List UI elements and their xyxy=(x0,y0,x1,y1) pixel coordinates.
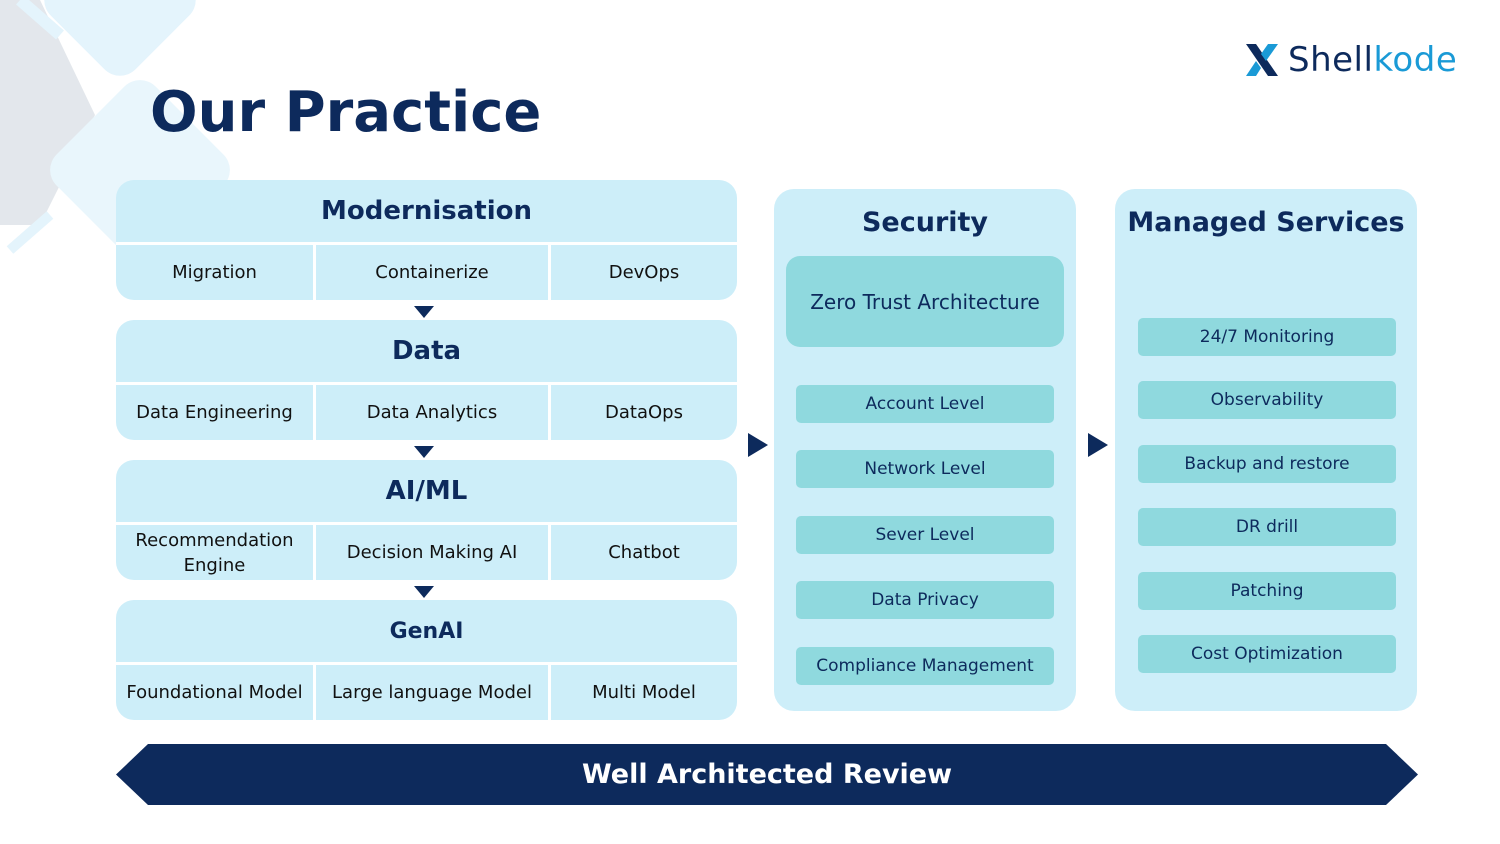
x-logo-icon xyxy=(1246,44,1278,76)
logo-text-main: Shell xyxy=(1288,40,1374,80)
down-arrow-icon xyxy=(414,306,434,318)
pillar-item: Migration xyxy=(116,245,316,300)
managed-service-item: 24/7 Monitoring xyxy=(1138,318,1396,356)
right-arrow-icon xyxy=(1088,433,1108,457)
managed-service-item: Cost Optimization xyxy=(1138,635,1396,673)
pillar-item: Chatbot xyxy=(608,542,680,563)
managed-services-title: Managed Services xyxy=(1127,207,1405,238)
pillar-data: Data Data Engineering Data Analytics Dat… xyxy=(116,320,737,440)
pillar-items-row: Foundational Model Large language Model … xyxy=(116,665,737,720)
down-arrow-icon xyxy=(414,586,434,598)
pillar-items-row: Data Engineering Data Analytics DataOps xyxy=(116,385,737,440)
pillar-item: Recommendation Engine xyxy=(116,525,316,580)
pillar-item: Containerize xyxy=(316,245,551,300)
managed-service-item: Patching xyxy=(1138,572,1396,610)
page-title: Our Practice xyxy=(150,80,542,145)
pillar-title: Modernisation xyxy=(116,180,737,245)
banner-shape xyxy=(116,744,1418,805)
pillar-genai: GenAI Foundational Model Large language … xyxy=(116,600,737,720)
pillar-items-row: Migration Containerize DevOps xyxy=(116,245,737,300)
managed-services-panel: Managed Services 24/7 Monitoring Observa… xyxy=(1115,189,1417,711)
pillar-modernisation: Modernisation Migration Containerize Dev… xyxy=(116,180,737,300)
security-item: Data Privacy xyxy=(796,581,1054,619)
pillar-items-row: Recommendation Engine Decision Making AI… xyxy=(116,525,737,580)
security-item: Sever Level xyxy=(796,516,1054,554)
managed-service-item: Observability xyxy=(1138,381,1396,419)
well-architected-banner: Well Architected Review xyxy=(116,744,1418,805)
pillar-item: Decision Making AI xyxy=(316,525,551,580)
pillar-item: Foundational Model xyxy=(116,665,316,720)
security-item: Compliance Management xyxy=(796,647,1054,685)
pillar-title: Data xyxy=(116,320,737,385)
pillar-item: Multi Model xyxy=(592,682,696,703)
logo-text-accent: kode xyxy=(1373,40,1458,80)
pillar-item: Large language Model xyxy=(316,665,551,720)
managed-service-item: DR drill xyxy=(1138,508,1396,546)
right-arrow-icon xyxy=(748,433,768,457)
pillar-title: GenAI xyxy=(116,600,737,665)
pillar-aiml: AI/ML Recommendation Engine Decision Mak… xyxy=(116,460,737,580)
shellkode-logo: Shellkode xyxy=(1244,40,1457,80)
zero-trust-box: Zero Trust Architecture xyxy=(786,256,1064,347)
managed-service-item: Backup and restore xyxy=(1138,445,1396,483)
pillar-item: Data Analytics xyxy=(316,385,551,440)
pillar-item: Data Engineering xyxy=(116,385,316,440)
pillar-item: DataOps xyxy=(605,402,683,423)
logo-wordmark: Shellkode xyxy=(1288,40,1457,80)
pillar-title: AI/ML xyxy=(116,460,737,525)
security-item: Network Level xyxy=(796,450,1054,488)
pillar-item: DevOps xyxy=(608,262,680,283)
security-title: Security xyxy=(861,207,989,238)
banner-text: Well Architected Review xyxy=(581,759,953,790)
security-item: Account Level xyxy=(796,385,1054,423)
down-arrow-icon xyxy=(414,446,434,458)
security-panel: Security Zero Trust Architecture Account… xyxy=(774,189,1076,711)
